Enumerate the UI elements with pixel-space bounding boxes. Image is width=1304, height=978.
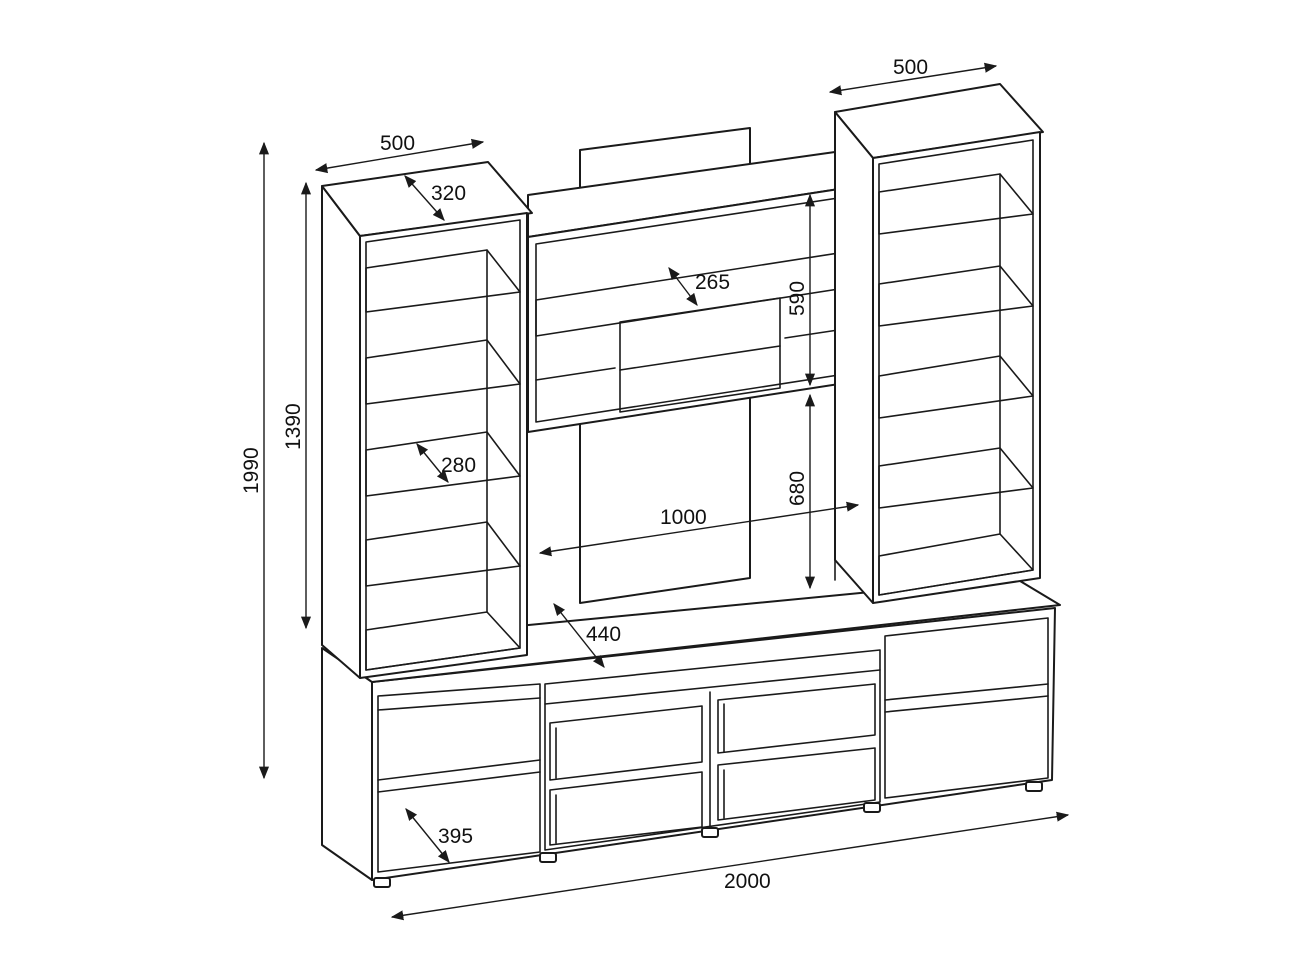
label-upper-section-height: 590 — [786, 281, 809, 316]
dim-line-left-depth — [404, 175, 445, 221]
label-left-tower-height: 1390 — [282, 403, 305, 450]
drawer-top-left — [549, 705, 703, 781]
label-base-depth: 395 — [438, 825, 473, 848]
dim-line-tv-niche-width — [538, 501, 860, 557]
left-tower-shelves — [365, 249, 521, 671]
dim-line-tower-shelf-depth — [416, 443, 449, 483]
foot — [701, 827, 719, 838]
drawer-bottom-right — [717, 747, 876, 821]
label-tower-shelf-depth: 280 — [441, 454, 476, 477]
dim-line-top-right-width — [828, 62, 998, 96]
drawer-top-right — [717, 683, 876, 754]
right-tower — [834, 83, 1044, 604]
base-left-open-compartment — [377, 683, 541, 873]
base-right-open-compartment — [884, 617, 1049, 799]
dimension-lines — [258, 62, 1070, 921]
right-tower-shelves — [878, 173, 1034, 596]
foot — [539, 852, 557, 863]
label-tv-niche-width: 1000 — [660, 506, 707, 529]
label-left-depth: 320 — [431, 182, 466, 205]
label-base-top-depth: 440 — [586, 623, 621, 646]
label-top-right-width: 500 — [893, 56, 928, 79]
label-total-width: 2000 — [724, 870, 771, 893]
dim-line-base-top-depth — [553, 603, 605, 668]
dim-line-total-width — [390, 811, 1070, 921]
dim-line-mid-shelf-depth — [668, 266, 698, 307]
dim-line-top-left-width — [314, 138, 485, 174]
label-tv-niche-height: 680 — [786, 471, 809, 506]
foot — [863, 802, 881, 813]
dimension-labels: 500 500 320 1990 1390 265 590 280 680 10… — [240, 56, 928, 893]
label-mid-shelf-depth: 265 — [695, 271, 730, 294]
label-top-left-width: 500 — [380, 132, 415, 155]
base-drawer-section — [544, 649, 881, 851]
foot — [1025, 781, 1043, 792]
label-total-height: 1990 — [240, 447, 263, 494]
left-tower — [321, 161, 533, 679]
foot — [373, 877, 391, 888]
